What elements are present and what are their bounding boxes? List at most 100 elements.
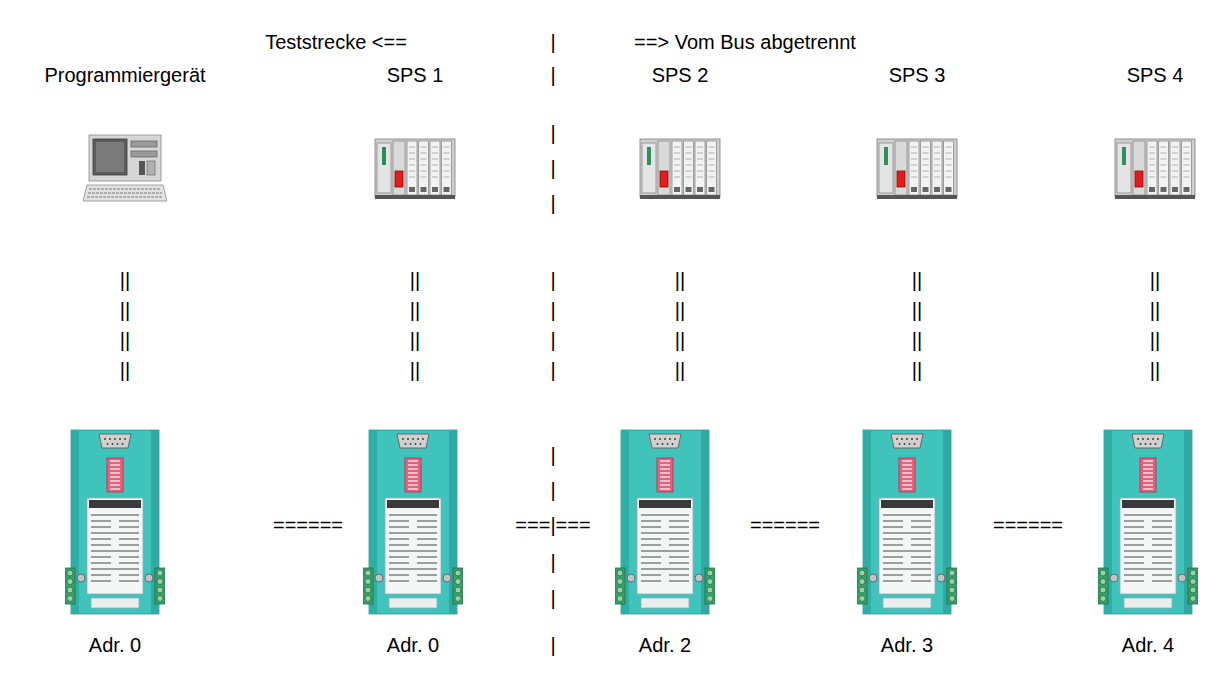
terminal-screw bbox=[67, 579, 73, 585]
device-name: SPS 2 bbox=[638, 63, 722, 87]
panel-marking bbox=[911, 526, 931, 528]
pin bbox=[669, 438, 671, 440]
connection-line: || bbox=[675, 358, 685, 382]
connection-line: || bbox=[410, 358, 420, 382]
panel-header bbox=[881, 500, 933, 508]
power-supply bbox=[377, 143, 391, 193]
panel-marking bbox=[91, 526, 111, 528]
bus-terminal: Adr. 4 bbox=[1098, 428, 1198, 658]
panel-marking bbox=[91, 550, 139, 552]
panel-marking bbox=[1124, 568, 1172, 570]
panel-marking bbox=[641, 562, 661, 564]
dip-lever bbox=[902, 484, 912, 486]
panel-marking bbox=[911, 538, 931, 540]
dip-lever bbox=[408, 480, 418, 482]
connection-line: || bbox=[1150, 298, 1160, 322]
io-marking bbox=[686, 171, 692, 172]
terminal-screw bbox=[455, 570, 461, 576]
panel-marking bbox=[1124, 526, 1144, 528]
dip-lever bbox=[110, 476, 120, 478]
io-marking bbox=[674, 165, 680, 166]
io-module bbox=[1159, 141, 1169, 195]
panel-marking bbox=[883, 544, 903, 546]
dip-switch bbox=[899, 458, 915, 492]
panel-marking bbox=[91, 580, 111, 582]
io-marking bbox=[1184, 165, 1190, 166]
io-marking bbox=[1184, 153, 1190, 154]
address-label: Adr. 0 bbox=[363, 633, 463, 657]
terminal-screw bbox=[365, 570, 371, 576]
dip-lever bbox=[110, 472, 120, 474]
terminal-screw bbox=[157, 596, 163, 602]
sub-d-connector bbox=[99, 434, 131, 448]
io-marking bbox=[946, 147, 952, 148]
panel-marking bbox=[911, 574, 931, 576]
mounting-screw bbox=[375, 574, 383, 582]
panel-marking bbox=[641, 574, 661, 576]
dip-lever bbox=[1143, 476, 1153, 478]
panel-marking bbox=[389, 580, 409, 582]
io-marking bbox=[421, 165, 427, 166]
dip-lever bbox=[408, 460, 418, 462]
drive-button bbox=[139, 161, 145, 175]
rack bbox=[375, 139, 455, 197]
io-connector bbox=[1161, 187, 1167, 192]
io-marking bbox=[432, 177, 438, 178]
dip-lever bbox=[1143, 468, 1153, 470]
io-marking bbox=[686, 159, 692, 160]
cpu-red bbox=[660, 171, 668, 187]
bus-cable: ====== bbox=[750, 513, 820, 537]
io-marking bbox=[1149, 177, 1155, 178]
panel-marking bbox=[669, 526, 689, 528]
terminal-screw bbox=[67, 587, 73, 593]
pin bbox=[405, 443, 407, 445]
io-connector bbox=[409, 187, 415, 192]
dip-lever bbox=[902, 468, 912, 470]
io-marking bbox=[1161, 165, 1167, 166]
pin bbox=[114, 438, 116, 440]
panel-marking bbox=[389, 556, 409, 558]
panel-marking bbox=[1152, 538, 1172, 540]
pin bbox=[420, 443, 422, 445]
panel-marking bbox=[389, 568, 437, 570]
pin bbox=[662, 443, 664, 445]
terminal-screw bbox=[949, 596, 955, 602]
io-connector bbox=[946, 187, 952, 192]
terminal-screw bbox=[365, 587, 371, 593]
io-marking bbox=[911, 171, 917, 172]
screen-glass bbox=[96, 142, 124, 172]
panel-marking bbox=[1124, 520, 1144, 522]
sub-d-connector bbox=[891, 434, 923, 448]
panel-marking bbox=[641, 526, 661, 528]
cpu-red bbox=[1135, 171, 1143, 187]
io-marking bbox=[444, 153, 450, 154]
terminal-screw bbox=[707, 579, 713, 585]
status-led bbox=[1122, 147, 1126, 165]
drive-slot bbox=[131, 151, 157, 157]
drive-panel bbox=[147, 161, 155, 175]
pin bbox=[1150, 443, 1152, 445]
plc-station: SPS 4 bbox=[1113, 63, 1197, 213]
io-marking bbox=[444, 147, 450, 148]
bus-terminal: Adr. 0 bbox=[65, 428, 165, 658]
io-connector bbox=[421, 187, 427, 192]
terminal-screw bbox=[1190, 579, 1196, 585]
connection-line: || bbox=[912, 298, 922, 322]
panel-marking bbox=[91, 544, 111, 546]
terminal-screw bbox=[949, 570, 955, 576]
io-marking bbox=[1172, 177, 1178, 178]
panel-marking bbox=[417, 538, 437, 540]
terminal-screw bbox=[617, 570, 623, 576]
io-marking bbox=[923, 159, 929, 160]
connection-line: | bbox=[550, 443, 555, 467]
io-marking bbox=[1161, 147, 1167, 148]
terminal-screw bbox=[455, 579, 461, 585]
io-marking bbox=[674, 159, 680, 160]
io-marking bbox=[709, 153, 715, 154]
dip-lever bbox=[1143, 484, 1153, 486]
connection-line: || bbox=[120, 358, 130, 382]
terminal-screw bbox=[707, 587, 713, 593]
pin bbox=[119, 438, 121, 440]
io-module bbox=[442, 141, 452, 195]
io-marking bbox=[923, 165, 929, 166]
